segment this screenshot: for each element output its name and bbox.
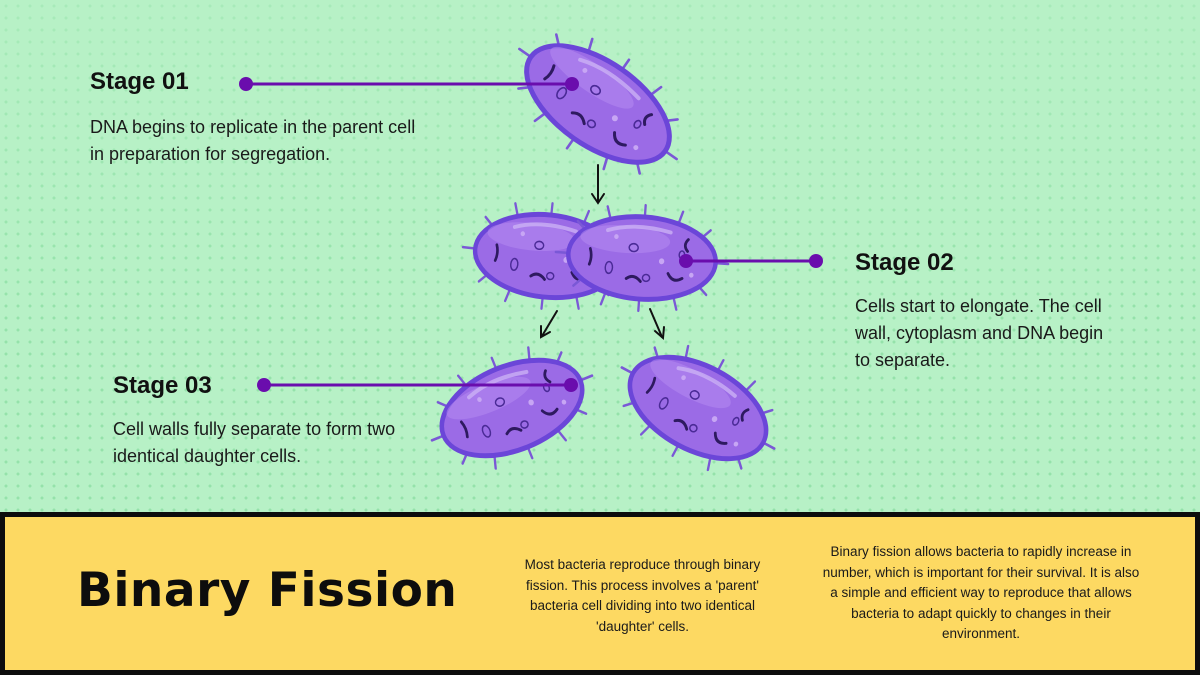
connector-stage-02 (679, 254, 823, 268)
stage-01-title: Stage 01 (90, 68, 189, 95)
info-footer: Binary Fission Most bacteria reproduce t… (0, 512, 1200, 675)
elongating-cell-right (552, 199, 732, 317)
stage-02-description: Cells start to elongate. The cell wall, … (855, 296, 1104, 370)
arrow-down-icon (591, 164, 605, 205)
benefit-paragraph: Binary fission allows bacteria to rapidl… (822, 544, 1140, 641)
connector-stage-03 (257, 378, 578, 392)
stage-03-description: Cell walls fully separate to form two id… (113, 419, 396, 466)
stage-02-title: Stage 02 (855, 249, 954, 276)
stage-01-description: DNA begins to replicate in the parent ce… (90, 117, 416, 164)
page-title: Binary Fission (77, 563, 458, 618)
arrow-down-right-icon (649, 308, 665, 341)
daughter-cell-left (412, 326, 613, 491)
binary-fission-diagram (239, 0, 823, 512)
connector-stage-01 (239, 77, 579, 91)
intro-paragraph: Most bacteria reproduce through binary f… (524, 557, 761, 634)
stage-03-title: Stage 03 (113, 372, 212, 399)
arrow-down-left-icon (540, 310, 558, 339)
daughter-cell-right (596, 320, 799, 496)
